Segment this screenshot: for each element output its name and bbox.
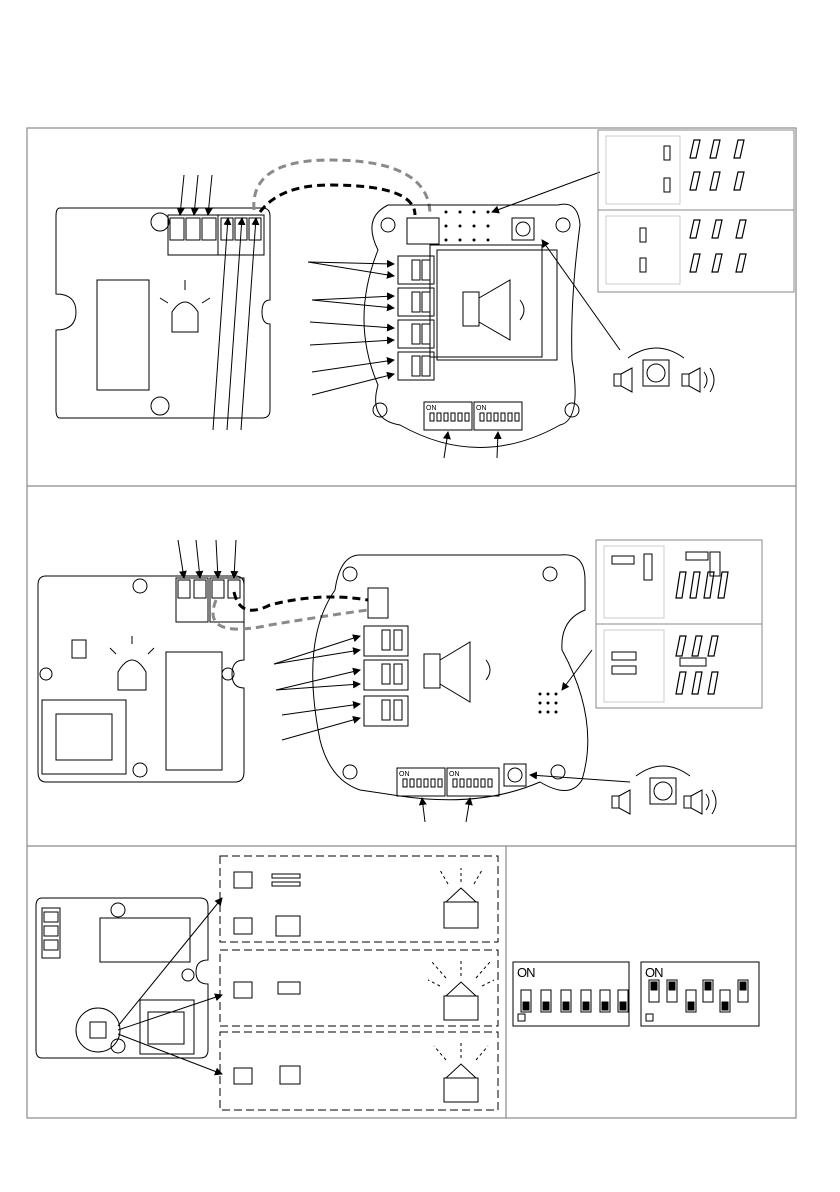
jumper-icon [234, 872, 300, 1084]
potentiometer-icon [512, 218, 534, 240]
sounder-board-2 [313, 555, 588, 800]
volume-adjust-icon [612, 766, 716, 814]
relay-1 [97, 280, 149, 390]
potentiometer-icon [504, 764, 526, 786]
dip-switch-icon [424, 402, 522, 430]
section-2 [38, 540, 762, 822]
section-3 [36, 856, 759, 1110]
dip-switch-icon [397, 768, 499, 796]
terminal-block-icon [364, 626, 408, 726]
terminal-block-icon [398, 256, 434, 380]
flash-mode-box-2 [220, 950, 498, 1026]
flash-mode-box-1 [220, 856, 498, 942]
dip-on-label: ON [399, 771, 410, 778]
dip-on-label: ON [426, 405, 437, 412]
led-beacon-icon [110, 636, 154, 690]
beacon-board-3 [36, 898, 208, 1058]
jumper-icon [445, 211, 490, 242]
terminal-block-icon [168, 215, 264, 255]
led-beacon-icon [160, 280, 210, 332]
cable-gray-1 [254, 160, 430, 215]
dip-on-label: ON [449, 771, 460, 778]
flash-lamp-icon [428, 868, 494, 1102]
speaker-icon [463, 280, 524, 340]
dip-on-label-large: ON [645, 965, 663, 980]
cable-gray-2 [213, 600, 368, 629]
volume-adjust-icon [614, 348, 714, 392]
section-1 [56, 130, 794, 458]
jumper-icon [539, 693, 558, 714]
dip-on-label-large: ON [517, 965, 535, 980]
flash-mode-box-3 [220, 1032, 498, 1110]
cable-black-1 [260, 185, 415, 215]
jumper-panel-1 [598, 130, 794, 292]
dip-on-label: ON [476, 405, 487, 412]
cable-black-2 [234, 592, 368, 610]
speaker-icon [424, 642, 490, 702]
